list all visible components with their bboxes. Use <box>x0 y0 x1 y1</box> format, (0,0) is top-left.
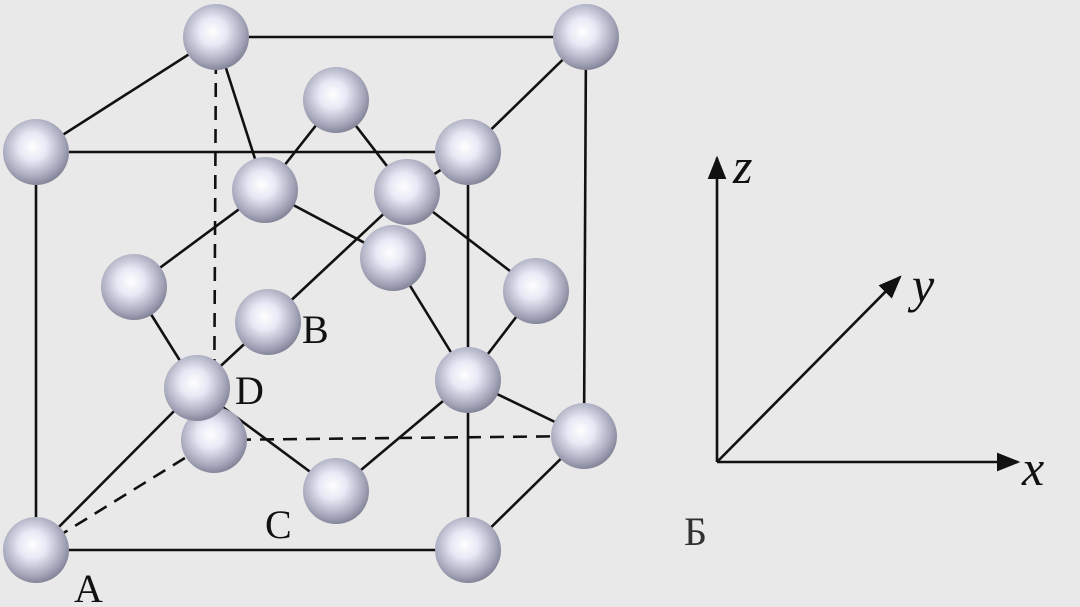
bond-line <box>35 35 217 154</box>
label-d: D <box>235 368 264 413</box>
atom <box>553 4 619 70</box>
label-a: A <box>74 566 103 607</box>
x-axis-label: x <box>1021 440 1044 496</box>
y-axis-label: y <box>907 257 935 313</box>
atom <box>551 403 617 469</box>
atom <box>435 517 501 583</box>
atom <box>435 347 501 413</box>
coordinate-axes <box>707 155 1021 472</box>
atom <box>164 355 230 421</box>
atoms <box>3 4 619 583</box>
atom <box>374 159 440 225</box>
bond-line <box>582 36 588 437</box>
atom <box>232 157 298 223</box>
dashed-edge <box>35 438 215 552</box>
label-b: B <box>302 307 329 352</box>
atom <box>181 407 247 473</box>
atom <box>303 458 369 524</box>
atom <box>3 517 69 583</box>
atom <box>3 119 69 185</box>
y-axis <box>716 275 902 463</box>
bond-line <box>35 387 198 551</box>
atom <box>435 119 501 185</box>
atom <box>183 4 249 70</box>
atom <box>503 258 569 324</box>
atom <box>101 254 167 320</box>
label-extra: Б <box>684 509 707 554</box>
atom <box>235 289 301 355</box>
label-c: C <box>265 502 292 547</box>
atom <box>360 225 426 291</box>
z-axis-label: z <box>732 138 752 194</box>
atom <box>303 67 369 133</box>
